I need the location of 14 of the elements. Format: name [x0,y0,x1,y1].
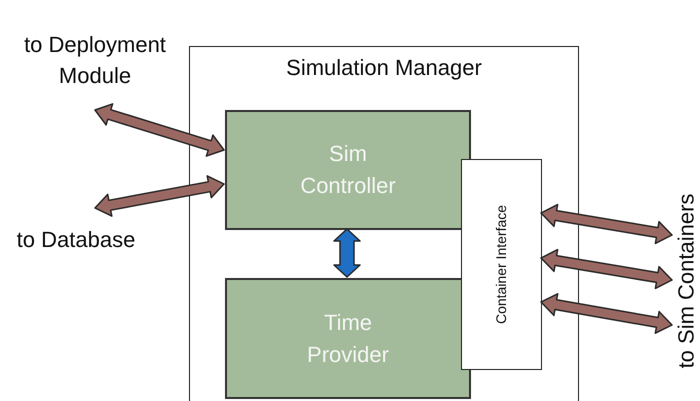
double-arrow [540,248,673,290]
double-arrow [540,204,673,244]
endpoint-label: to Database [15,208,137,270]
endpoint-label: to Deployment Module [10,10,180,110]
endpoint-label: to Sim Containers [672,165,700,397]
double-arrow [540,293,673,334]
double-arrow [333,228,361,278]
box-title: Simulation Manager [285,54,483,82]
double-arrow [94,175,225,217]
interface-box: Container Interface [461,159,542,370]
component-box: Sim Controller [225,110,471,230]
manager-box [189,46,579,401]
double-arrow [94,103,225,157]
component-box: Time Provider [225,278,471,399]
